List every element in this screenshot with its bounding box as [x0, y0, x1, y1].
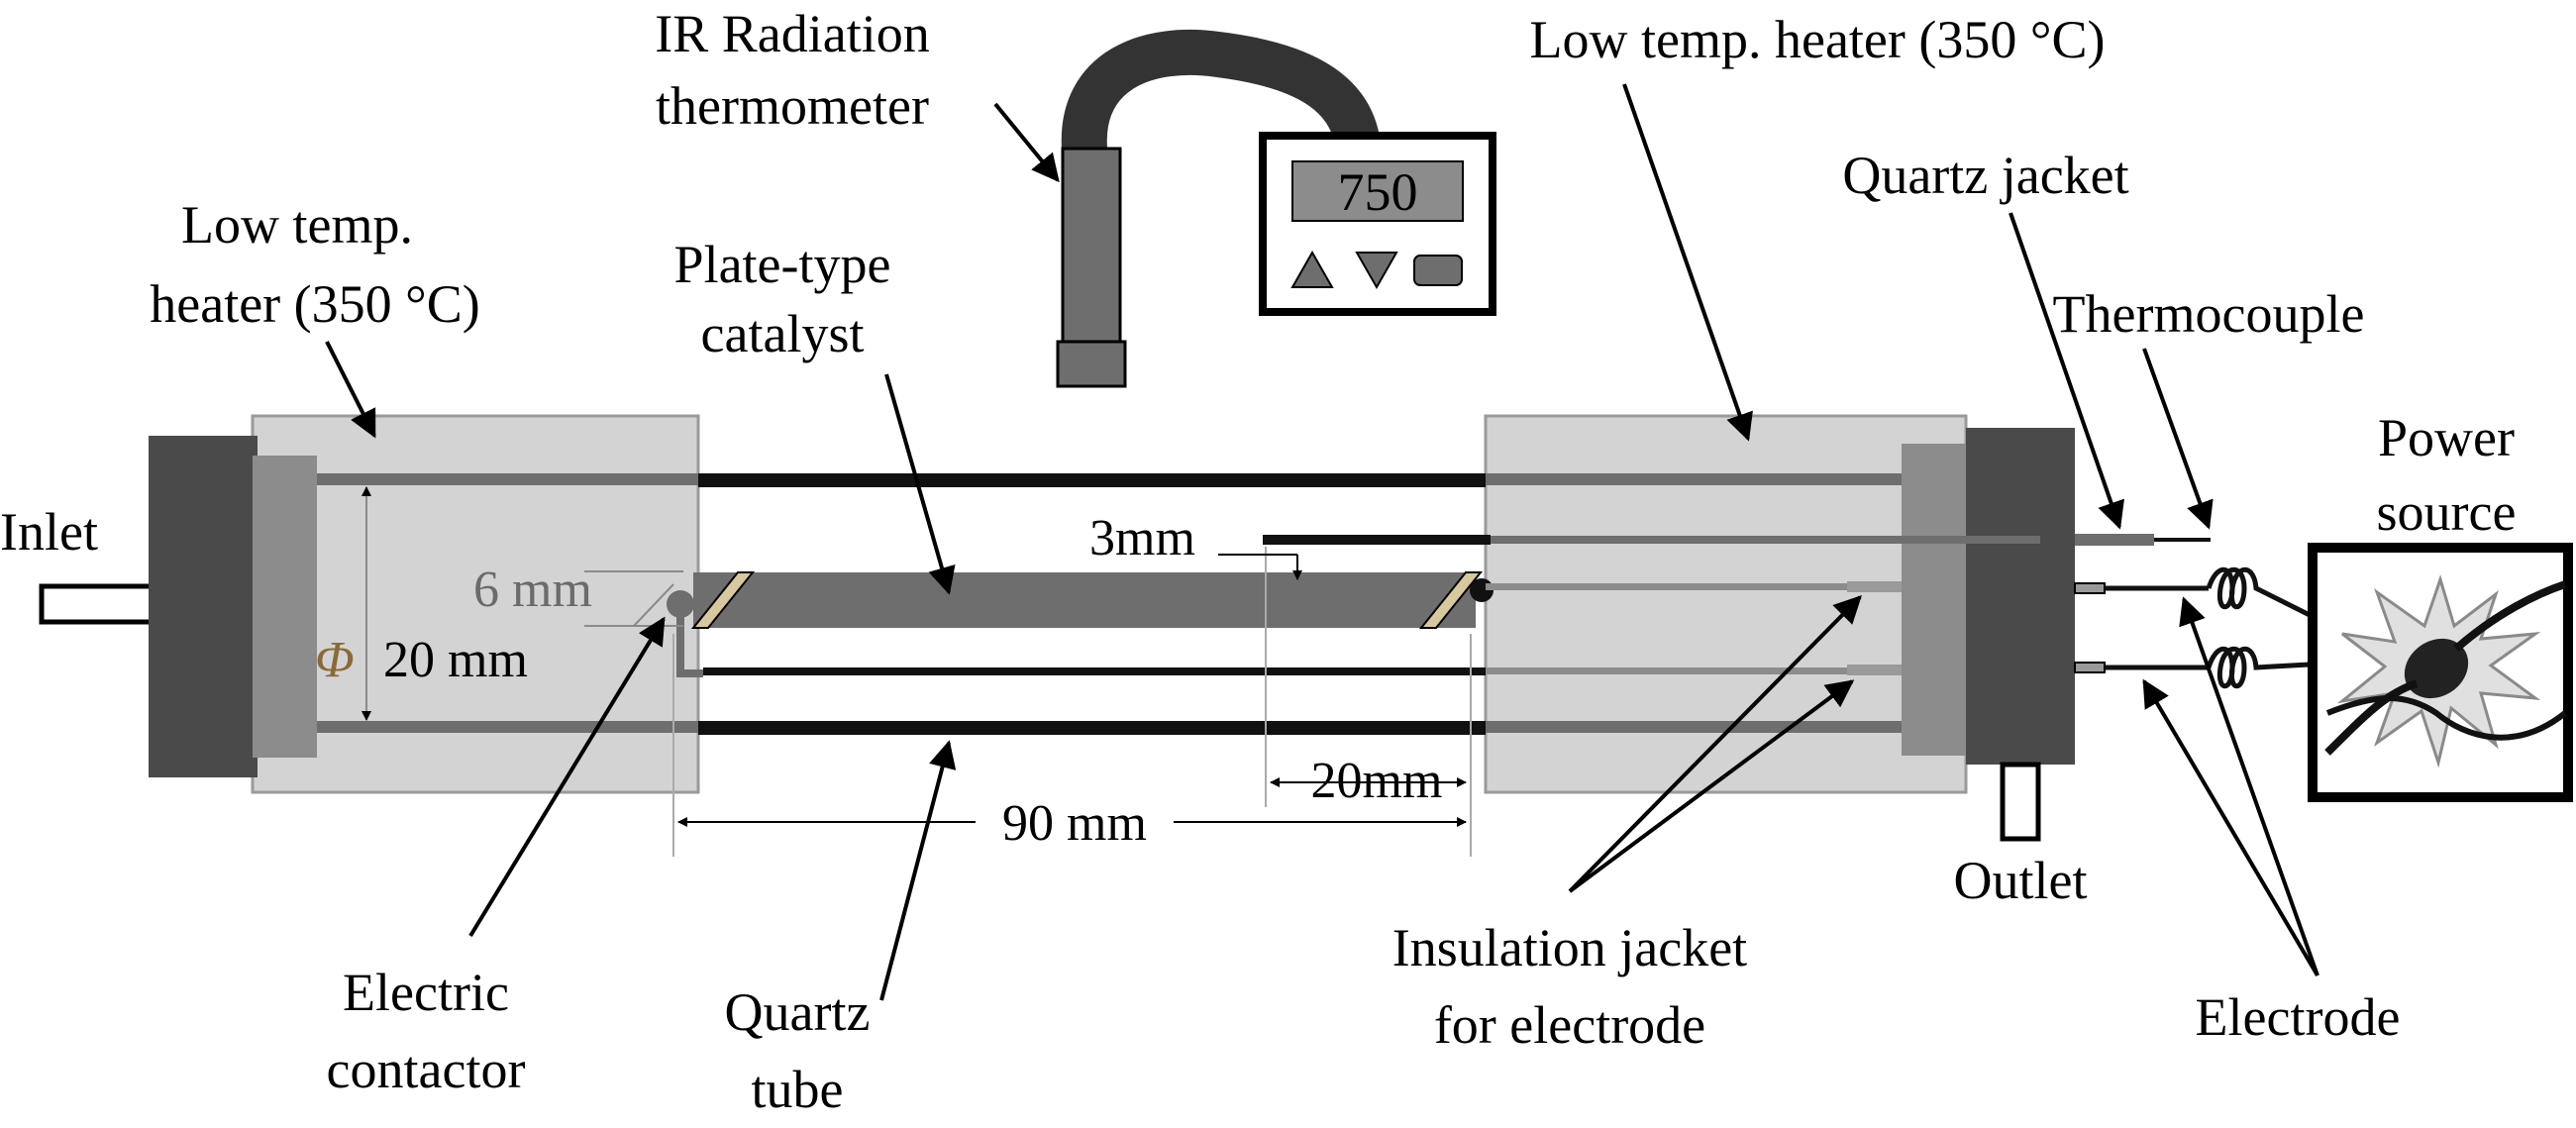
right-flange-inner: [1902, 444, 1966, 756]
label-catalyst-line1: Plate-type: [674, 235, 891, 294]
dim-label-phi: Φ: [315, 632, 355, 688]
catalyst-plate: [693, 572, 1476, 628]
electric-contactor-point: [667, 590, 694, 618]
power-cord: [2324, 580, 2567, 756]
up-arrow-button-icon: [1290, 250, 1334, 288]
arrow-insulation-lower: [1568, 679, 1855, 893]
thermocouple-rod-right: [1491, 536, 2040, 544]
quartz-tube-top-wall: [698, 473, 1486, 487]
label-quartz-tube-line1: Quartz: [725, 982, 871, 1042]
label-thermocouple: Thermocouple: [2053, 284, 2365, 344]
quartz-tube-bottom-wall-left: [317, 721, 698, 733]
label-power-line1: Power: [2378, 408, 2515, 467]
label-power-line2: source: [2377, 482, 2517, 542]
quartz-tube-bottom-wall: [698, 721, 1486, 735]
electrode-lower-wire: [703, 667, 1486, 675]
label-quartz-tube-line2: tube: [752, 1060, 844, 1119]
label-quartz-jacket: Quartz jacket: [1842, 146, 2128, 205]
thermocouple-rod: [1263, 535, 1491, 545]
power-cord-2: [2325, 695, 2567, 741]
down-arrow-button-icon: [1355, 252, 1398, 290]
right-flange-outer: [1966, 428, 2075, 765]
ir-display-value: 750: [1338, 162, 1418, 222]
quartz-tube-top-wall-left: [317, 473, 698, 485]
arrow-electrode-upper: [2179, 596, 2319, 976]
arrow-quartz-jacket: [2009, 212, 2124, 530]
label-left-heater-line1: Low temp.: [181, 195, 413, 255]
label-outlet: Outlet: [1954, 851, 2088, 910]
inlet-pipe: [39, 583, 155, 625]
label-right-heater: Low temp. heater (350 °C): [1530, 10, 2106, 69]
label-ir-thermometer: thermometer: [656, 76, 929, 136]
label-insulation-line2: for electrode: [1434, 995, 1705, 1055]
arrow-electrode-lower: [2142, 678, 2319, 977]
ir-display-screen: [1291, 160, 1464, 222]
electrode-lower-inner: [1486, 667, 1847, 674]
arrow-electric-contactor: [468, 616, 666, 938]
dim-label-6mm: 6 mm: [473, 562, 592, 618]
contactor-lead: [676, 614, 703, 677]
ir-thermometer-tip: [1056, 340, 1127, 388]
lower-coil: [2206, 646, 2328, 689]
dim-label-20mm-span: 20mm: [1311, 753, 1443, 809]
label-inlet: Inlet: [0, 502, 98, 562]
label-insulation-line1: Insulation jacket: [1392, 918, 1747, 977]
upper-coil: [2206, 566, 2329, 627]
right-contact-pad: [1418, 571, 1484, 629]
label-contactor-line2: contactor: [327, 1040, 526, 1099]
label-ir-radiation: IR Radiation: [655, 4, 929, 63]
ir-thermometer-probe: [1061, 147, 1122, 344]
outlet-pipe: [2000, 762, 2041, 842]
arrow-insulation-upper: [1568, 595, 1862, 893]
quartz-jacket-rod: [2075, 534, 2154, 546]
label-electrode: Electrode: [2196, 987, 2401, 1047]
quartz-tube-top-wall-right: [1486, 473, 1902, 485]
arrow-ir-thermometer: [993, 102, 1060, 183]
arrow-quartz-tube: [879, 740, 957, 1001]
insulation-jacket-lower: [1847, 665, 1902, 675]
dim-label-3mm: 3mm: [1089, 510, 1195, 566]
label-catalyst-line2: catalyst: [701, 304, 865, 363]
arrow-right-heater: [1622, 83, 1753, 442]
insulation-jacket-upper: [1847, 581, 1902, 592]
left-flange-inner: [253, 456, 317, 758]
display-button-icon: [1413, 255, 1463, 286]
label-contactor-line1: Electric: [343, 963, 509, 1022]
electrode-lower-outside: [2074, 662, 2106, 673]
left-flange-outer: [149, 436, 258, 777]
label-left-heater-line2: heater (350 °C): [150, 274, 479, 334]
ir-thermometer-cable: [1061, 29, 1380, 171]
quartz-tube-bottom-wall-right: [1486, 721, 1902, 733]
dim-label-90mm: 90 mm: [1002, 795, 1147, 852]
arrow-thermocouple: [2142, 348, 2214, 530]
dim-label-20mm-diameter: 20 mm: [383, 632, 528, 688]
electrode-upper-inner: [1486, 583, 1847, 590]
arrow-catalyst: [884, 373, 956, 595]
left-contact-pad: [690, 571, 756, 629]
power-plug-icon: [2404, 638, 2469, 699]
arrow-left-heater: [325, 341, 376, 439]
electrode-upper-outside: [2074, 582, 2106, 594]
